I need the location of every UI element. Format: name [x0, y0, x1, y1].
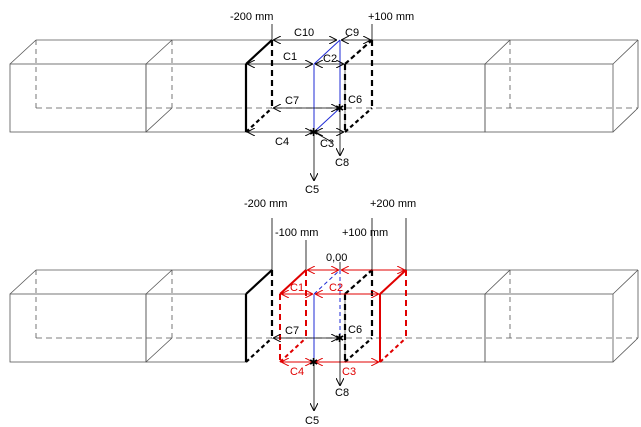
bottom-red-arrows: [282, 270, 404, 362]
label-c5: C5: [305, 184, 319, 196]
label-c6: C6: [348, 94, 362, 106]
bottom-dim-inner-right-label: +100 mm: [342, 227, 388, 239]
label-c8: C8: [335, 157, 349, 169]
node-star-c6-bottom: ✱: [335, 333, 344, 345]
bottom-dim-center-label: 0,00: [326, 252, 347, 264]
bottom-black-arrows: [271, 218, 407, 410]
bottom-label-c6: C6: [348, 324, 362, 336]
top-view: ✱ ✱ -200 mm +100 mm C10 C9 C1 C2 C7 C6 C…: [9, 11, 639, 196]
node-star-c6-top: ✱: [335, 103, 344, 115]
top-section-right: [343, 39, 374, 133]
bottom-dim-outer-right-label: +200 mm: [370, 198, 416, 210]
node-star-c5-top: ✱: [309, 127, 318, 139]
bottom-blue-section: [313, 269, 341, 362]
bottom-beam-boxes: [9, 269, 639, 363]
bottom-section-right: [343, 269, 374, 363]
label-c2: C2: [323, 53, 337, 65]
bottom-section-left: [244, 269, 274, 363]
label-c10: C10: [294, 27, 314, 39]
top-nodes: ✱ ✱: [309, 103, 344, 139]
label-c7: C7: [285, 95, 299, 107]
bottom-label-c2: C2: [329, 282, 343, 294]
bottom-red-section-right: [379, 269, 407, 363]
bottom-view: ✱ ✱ -200 mm +200 mm -100 mm +100 mm 0,00…: [9, 198, 639, 427]
top-dim-right-label: +100 mm: [368, 11, 414, 23]
bottom-label-c1: C1: [290, 282, 304, 294]
bottom-dim-outer-left-label: -200 mm: [244, 198, 287, 210]
label-c1: C1: [283, 51, 297, 63]
bottom-dim-inner-left-label: -100 mm: [275, 227, 318, 239]
top-beam-boxes: [9, 39, 639, 133]
top-dim-left-label: -200 mm: [230, 11, 273, 23]
bottom-label-c3: C3: [342, 366, 356, 378]
bottom-label-c8: C8: [335, 387, 349, 399]
label-c9: C9: [345, 27, 359, 39]
node-star-c5-bottom: ✱: [309, 357, 318, 369]
top-dimension-arrows: [248, 24, 373, 180]
bottom-label-c7: C7: [285, 325, 299, 337]
bottom-label-c4: C4: [290, 366, 304, 378]
label-c4: C4: [275, 136, 289, 148]
top-section-left: [244, 39, 274, 133]
bottom-nodes: ✱ ✱: [309, 333, 344, 369]
bottom-label-c5: C5: [305, 415, 319, 427]
label-c3: C3: [320, 138, 334, 150]
